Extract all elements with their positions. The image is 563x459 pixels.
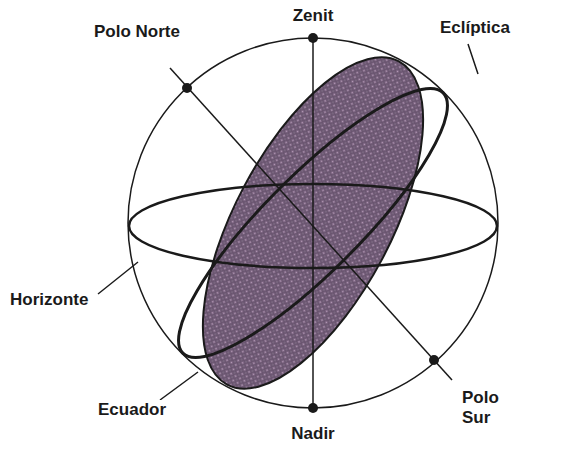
zenith-label: Zenit bbox=[291, 6, 336, 26]
ecliptic-plane bbox=[158, 25, 468, 421]
sphere-outline bbox=[128, 38, 498, 408]
leader-line bbox=[468, 44, 478, 74]
nadir-dot bbox=[308, 403, 318, 413]
ecuador-label: Ecuador bbox=[96, 400, 168, 420]
polar-axis bbox=[170, 68, 452, 380]
zenith-nadir-line bbox=[312, 38, 314, 408]
horizon-label: Horizonte bbox=[8, 290, 90, 310]
south-pole-label: Polo Sur bbox=[460, 388, 514, 429]
zenith-dot bbox=[308, 33, 318, 43]
leader-line bbox=[98, 262, 138, 294]
ecliptic-label: Eclíptica bbox=[438, 18, 512, 38]
north-pole-dot bbox=[182, 83, 192, 93]
north-pole-label: Polo Norte bbox=[92, 22, 182, 42]
leader-line bbox=[160, 372, 198, 400]
south-pole-dot bbox=[429, 355, 439, 365]
nadir-label: Nadir bbox=[289, 424, 336, 444]
